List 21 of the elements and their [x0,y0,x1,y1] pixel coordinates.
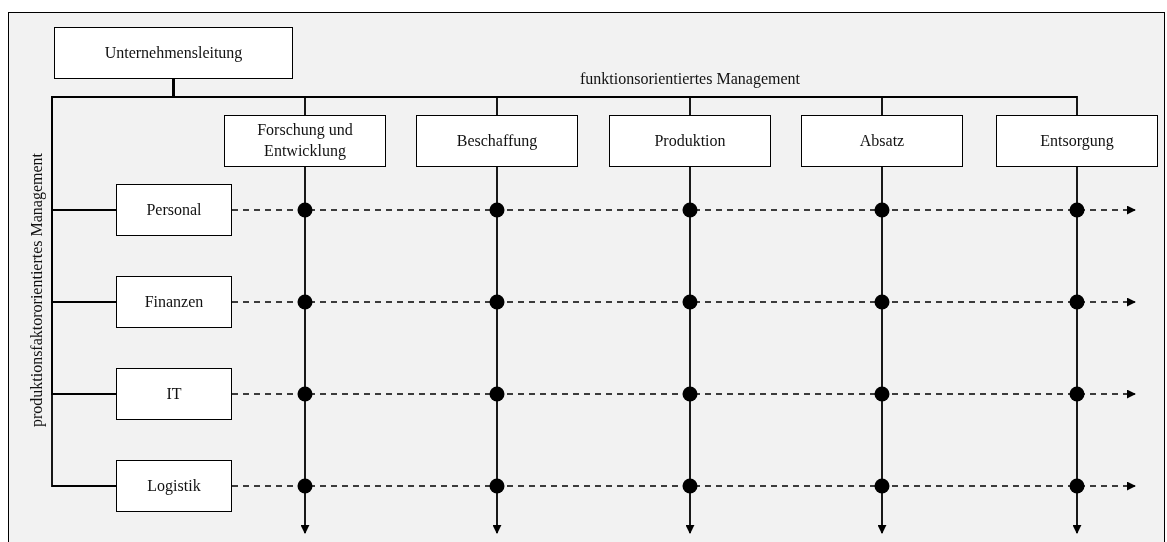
resource-box: IT [116,368,232,420]
resource-box: Finanzen [116,276,232,328]
resource-box: Logistik [116,460,232,512]
function-box: Forschung und Entwicklung [224,115,386,167]
arrow [685,166,695,534]
function-box: Entsorgung [996,115,1158,167]
dashed-arrow [231,297,1136,307]
dashed-arrow [231,481,1136,491]
management-box: Unternehmensleitung [54,27,293,79]
dashed-arrow [231,389,1136,399]
function-box: Absatz [801,115,963,167]
dashed-arrow [231,205,1136,215]
axis-label: produktionsfaktororientiertes Management [28,152,46,428]
resource-box: Personal [116,184,232,236]
arrow [492,166,502,534]
arrow [1072,166,1082,534]
arrow [877,166,887,534]
axis-label: funktionsorientiertes Management [580,70,800,88]
arrow [300,166,310,534]
function-box: Produktion [609,115,771,167]
function-box: Beschaffung [416,115,578,167]
